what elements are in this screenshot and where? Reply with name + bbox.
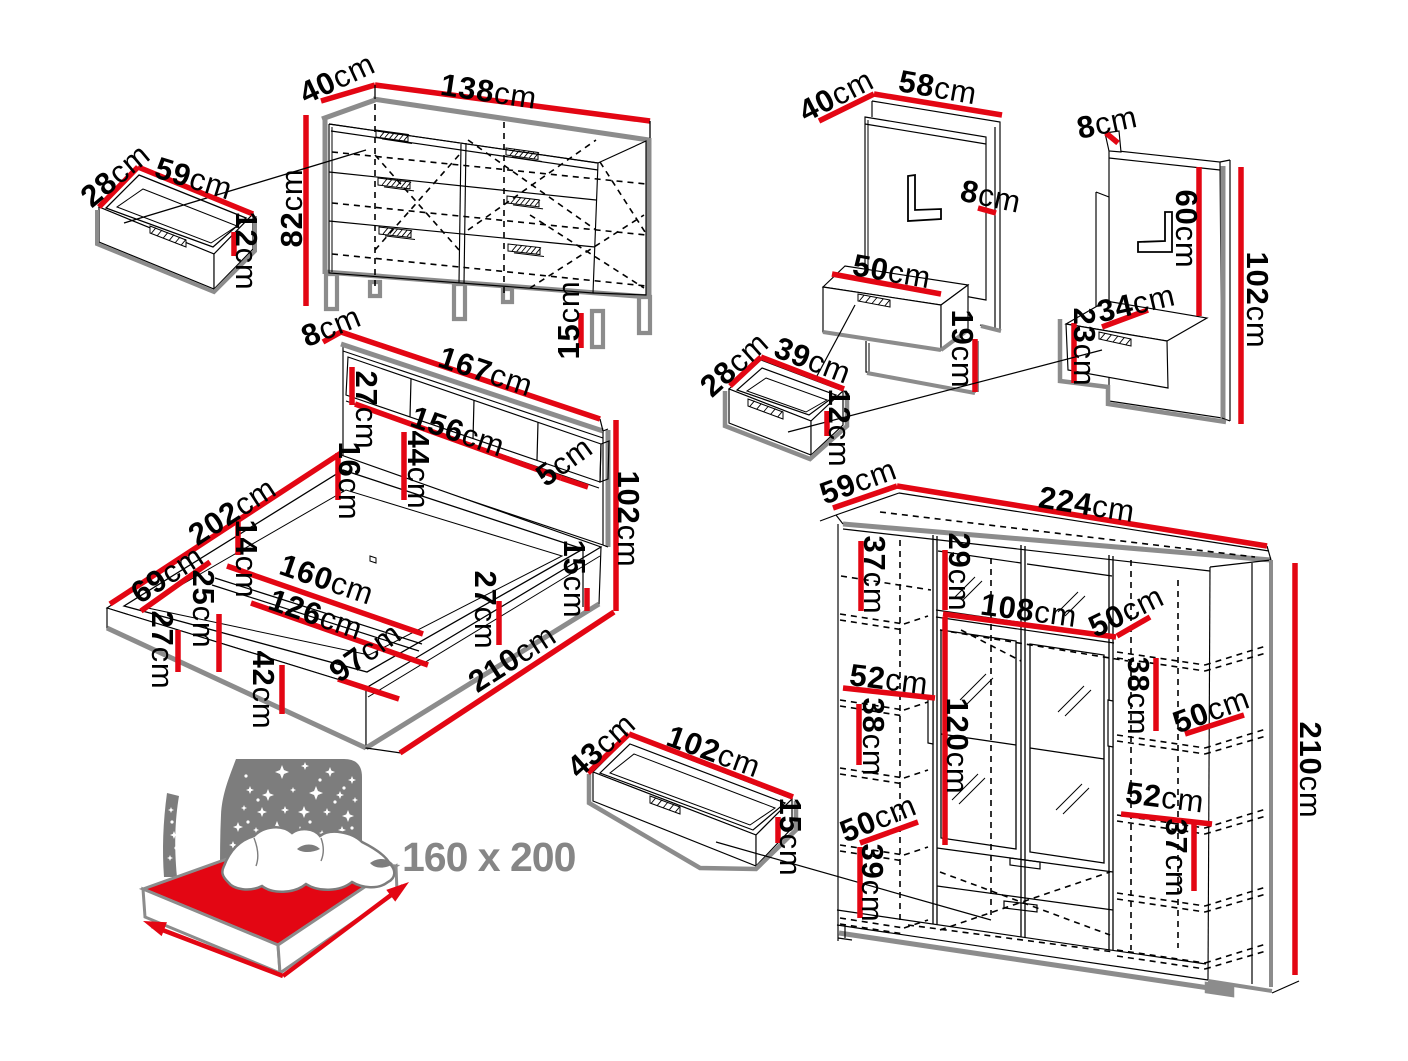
svg-text:120cm: 120cm (940, 697, 975, 794)
svg-text:60cm: 60cm (1169, 189, 1204, 268)
svg-text:102cm: 102cm (611, 470, 646, 567)
svg-text:29cm: 29cm (942, 532, 977, 611)
svg-text:50cm: 50cm (850, 247, 934, 295)
svg-text:44cm: 44cm (401, 430, 436, 509)
svg-text:224cm: 224cm (1036, 479, 1137, 529)
svg-text:12cm: 12cm (229, 211, 264, 290)
svg-text:8cm: 8cm (296, 299, 366, 354)
svg-text:25cm: 25cm (186, 569, 221, 648)
svg-text:37cm: 37cm (857, 535, 892, 614)
svg-text:14cm: 14cm (229, 519, 264, 598)
svg-text:37cm: 37cm (1159, 818, 1194, 897)
svg-text:50cm: 50cm (1083, 578, 1169, 644)
svg-text:108cm: 108cm (979, 587, 1080, 635)
svg-text:38cm: 38cm (1121, 656, 1156, 735)
svg-text:15cm: 15cm (773, 797, 808, 876)
svg-text:52cm: 52cm (1124, 775, 1207, 819)
svg-text:27cm: 27cm (468, 570, 503, 649)
svg-text:39cm: 39cm (855, 843, 890, 922)
svg-text:102cm: 102cm (1240, 251, 1275, 348)
svg-text:23cm: 23cm (1067, 307, 1102, 386)
svg-text:138cm: 138cm (438, 67, 539, 116)
svg-text:15cm: 15cm (551, 280, 586, 359)
svg-text:82cm: 82cm (274, 168, 309, 247)
svg-text:27cm: 27cm (349, 370, 384, 449)
svg-text:52cm: 52cm (848, 657, 931, 701)
svg-text:58cm: 58cm (896, 63, 980, 111)
svg-text:38cm: 38cm (856, 697, 891, 776)
svg-text:12cm: 12cm (822, 388, 857, 467)
svg-text:8cm: 8cm (957, 173, 1024, 220)
svg-text:160 x 200: 160 x 200 (402, 834, 576, 880)
svg-text:42cm: 42cm (246, 650, 281, 729)
svg-text:15cm: 15cm (557, 539, 592, 618)
svg-text:50cm: 50cm (1168, 680, 1254, 740)
svg-text:27cm: 27cm (145, 610, 180, 689)
svg-text:19cm: 19cm (945, 309, 980, 388)
svg-text:210cm: 210cm (1293, 721, 1328, 818)
svg-text:50cm: 50cm (835, 787, 921, 849)
svg-text:8cm: 8cm (1074, 99, 1141, 146)
svg-text:16cm: 16cm (332, 441, 367, 520)
